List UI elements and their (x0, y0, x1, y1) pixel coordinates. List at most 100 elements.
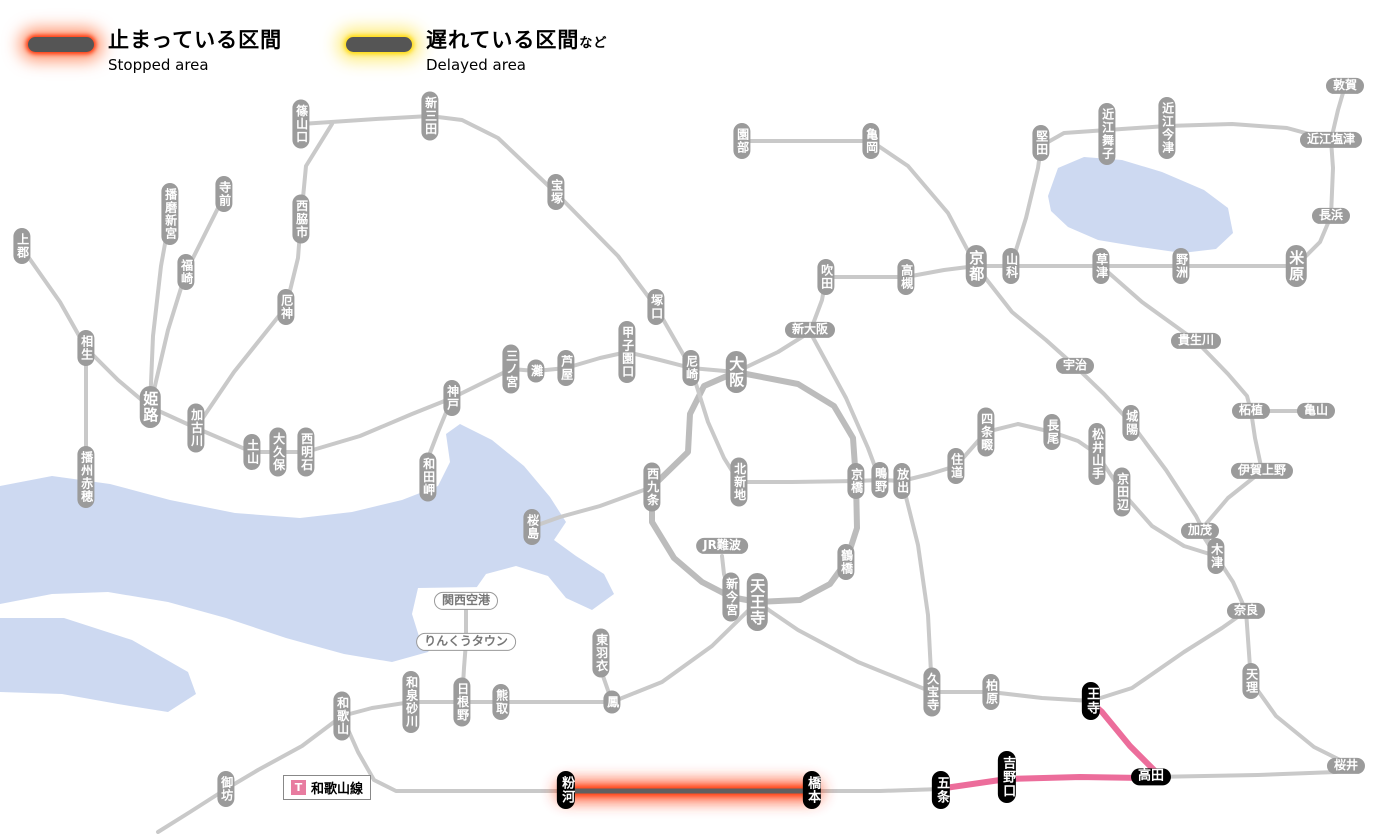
station-pill: 久宝寺 (923, 667, 941, 717)
stopped-line-sample (28, 37, 94, 52)
rail-line (808, 330, 934, 694)
highlighted-line (942, 701, 1159, 791)
station-pill: 橋本 (802, 771, 822, 809)
station-pill: 山科 (1002, 248, 1020, 284)
station-pill: 寺前 (215, 176, 233, 212)
station-pill: 西脇市 (292, 194, 310, 244)
rail-line (740, 139, 978, 268)
station-pill: 高槻 (897, 259, 915, 295)
station-pill: 播磨新宮 (161, 183, 179, 245)
station-pill: 桜井 (1326, 757, 1366, 775)
station-pill: 天理 (1242, 663, 1260, 699)
delayed-label-ja: 遅れている区間など (426, 24, 607, 54)
station-pill: 京田辺 (1113, 467, 1131, 517)
station-pill: 長尾 (1043, 414, 1061, 450)
station-pill: 上郡 (13, 228, 31, 264)
station-pill: 東羽衣 (592, 628, 610, 678)
station-pill: 住道 (947, 448, 965, 484)
station-pill: 宝塚 (547, 174, 565, 210)
station-pill: 篠山口 (292, 99, 310, 149)
station-pill: 亀山 (1296, 402, 1336, 420)
station-pill: 吉野口 (997, 751, 1017, 803)
station-pill: 近江舞子 (1098, 103, 1116, 165)
station-pill: 関西空港 (433, 591, 499, 611)
station-pill: 和田岬 (419, 452, 437, 502)
rail-line (1009, 122, 1333, 268)
station-pill: 鴫野 (871, 462, 889, 498)
stopped-label-ja: 止まっている区間 (108, 28, 283, 52)
station-pill: 芦屋 (557, 350, 575, 386)
station-pill: 城陽 (1122, 405, 1140, 441)
station-pill: 三ノ宮 (502, 344, 520, 394)
station-pill: 宇治 (1055, 357, 1095, 375)
station-pill: 播州赤穂 (77, 446, 95, 508)
station-pill: 京橋 (847, 463, 865, 499)
station-pill: 塚口 (647, 289, 665, 325)
station-pill: 柘植 (1231, 402, 1271, 420)
water-area (0, 618, 196, 712)
station-pill: 土山 (243, 434, 261, 470)
station-pill: 日根野 (453, 677, 471, 727)
station-pill: 草津 (1092, 248, 1110, 284)
station-pill: 神戸 (443, 380, 461, 416)
station-pill: 松井山手 (1088, 423, 1106, 485)
station-pill: 西九条 (643, 462, 661, 512)
station-pill: JR難波 (696, 537, 748, 555)
station-pill: 和泉砂川 (402, 671, 420, 733)
station-pill: 加古川 (187, 403, 205, 453)
rail-line (1099, 264, 1253, 413)
station-pill: 新三田 (421, 91, 439, 141)
station-pill: 放出 (893, 463, 911, 499)
station-pill: 粉河 (556, 771, 576, 809)
rail-line (299, 114, 693, 370)
delayed-label-ja-main: 遅れている区間 (426, 28, 580, 52)
legend-stopped-item: 止まっている区間 Stopped area (28, 24, 282, 74)
rail-line (755, 600, 1248, 703)
station-pill: 西明石 (297, 427, 315, 477)
station-pill: 近江塩津 (1299, 131, 1363, 149)
legend-delayed-item: 遅れている区間など Delayed area (346, 24, 607, 74)
delayed-label-ja-suffix: など (579, 36, 608, 51)
station-pill: 灘 (527, 359, 545, 383)
station-pill: 桜島 (523, 509, 541, 545)
station-pill: 甲子園口 (618, 321, 636, 383)
station-pill: 大阪 (725, 351, 747, 393)
station-pill: 高田 (1130, 768, 1172, 786)
station-pill: 吹田 (817, 259, 835, 295)
rail-line (156, 714, 344, 834)
station-pill: 奈良 (1226, 602, 1266, 620)
station-pill: 貴生川 (1170, 332, 1222, 350)
station-pill: 米原 (1285, 245, 1307, 287)
line-badge-label: 和歌山線 (311, 782, 364, 797)
station-pill: 大久保 (269, 427, 287, 477)
station-pill: 新今宮 (722, 572, 740, 622)
station-pill: 尼崎 (682, 350, 700, 386)
rail-line (974, 264, 1218, 558)
delayed-line-sample (346, 37, 412, 52)
stopped-label-en: Stopped area (108, 56, 209, 74)
station-pill: 北新地 (730, 457, 748, 507)
rail-line (340, 714, 568, 793)
delayed-label-en: Delayed area (426, 56, 526, 74)
station-pill: 天王寺 (746, 573, 768, 631)
station-pill: 五条 (931, 771, 951, 809)
station-pill: 厄神 (277, 289, 295, 325)
station-pill: 堅田 (1032, 125, 1050, 161)
rail-line (1294, 84, 1347, 268)
station-pill: 加茂 (1180, 522, 1220, 540)
wakayama-line-badge: T 和歌山線 (283, 775, 372, 800)
legend: 止まっている区間 Stopped area 遅れている区間など Delayed … (0, 0, 1400, 90)
line-symbol-icon: T (291, 780, 306, 795)
station-pill: 伊賀上野 (1230, 462, 1294, 480)
station-pill: 四条畷 (977, 407, 995, 457)
rail-line (689, 366, 858, 484)
water-area (0, 424, 614, 662)
rail-line (194, 122, 334, 430)
station-pill: 王寺 (1081, 682, 1101, 720)
station-pill: 敦賀 (1325, 77, 1365, 95)
station-pill: 鶴橋 (837, 544, 855, 580)
station-pill: 長浜 (1311, 207, 1351, 225)
station-pill: 柏原 (982, 674, 1000, 710)
